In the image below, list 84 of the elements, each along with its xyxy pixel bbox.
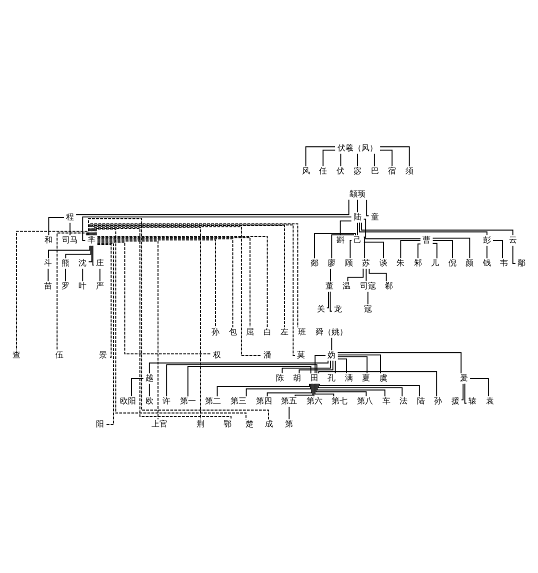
connector xyxy=(334,360,336,374)
connector xyxy=(90,224,296,356)
connector xyxy=(56,232,87,351)
connector xyxy=(166,364,318,397)
connector xyxy=(322,150,336,167)
connector xyxy=(347,268,364,282)
connector xyxy=(337,356,368,374)
connector xyxy=(96,242,114,425)
connector xyxy=(216,383,310,397)
connector xyxy=(316,383,367,397)
connector xyxy=(432,240,453,259)
connector xyxy=(350,240,352,259)
connector xyxy=(318,371,438,397)
connector xyxy=(432,242,438,259)
connector xyxy=(298,360,334,374)
connector xyxy=(314,383,334,397)
connector xyxy=(326,291,329,308)
connector xyxy=(363,218,421,240)
connector xyxy=(246,383,312,397)
connector xyxy=(340,220,352,236)
connector xyxy=(337,354,382,374)
connector xyxy=(148,383,150,397)
connector xyxy=(432,238,470,259)
connector xyxy=(486,245,488,259)
connector xyxy=(48,268,49,282)
connector xyxy=(65,245,92,259)
connector xyxy=(368,268,387,282)
connector xyxy=(76,199,350,216)
connector xyxy=(282,360,331,374)
connector xyxy=(470,378,489,397)
connector xyxy=(314,355,326,374)
connector xyxy=(96,242,212,354)
connector xyxy=(266,383,312,397)
connector xyxy=(88,245,92,262)
connector xyxy=(99,268,100,282)
connector xyxy=(148,360,329,374)
connector xyxy=(288,406,290,420)
connector xyxy=(366,199,370,216)
connector xyxy=(330,268,331,282)
connector xyxy=(48,217,64,236)
connector xyxy=(64,268,66,282)
connector xyxy=(294,383,314,397)
connector xyxy=(374,153,375,167)
connector xyxy=(305,146,336,167)
connector xyxy=(418,243,421,259)
connector xyxy=(367,291,368,305)
connector xyxy=(337,358,347,374)
connector xyxy=(16,230,88,351)
connector xyxy=(330,291,332,312)
connector xyxy=(359,222,488,236)
connector xyxy=(464,383,467,404)
connector xyxy=(316,383,386,397)
connector xyxy=(313,383,314,397)
connector xyxy=(187,366,312,397)
connector xyxy=(318,383,403,397)
connector xyxy=(492,240,503,259)
connector xyxy=(48,245,90,259)
connector xyxy=(366,268,367,282)
connector xyxy=(331,337,332,351)
connector xyxy=(82,268,84,282)
connector xyxy=(314,233,356,259)
connector xyxy=(96,244,112,358)
connector xyxy=(318,383,420,397)
connector xyxy=(363,236,366,259)
connector xyxy=(380,146,410,167)
connector xyxy=(340,153,342,167)
connector xyxy=(92,245,94,266)
connector xyxy=(363,242,384,259)
connector xyxy=(361,222,514,236)
connector xyxy=(97,240,158,420)
connector xyxy=(331,234,354,259)
connector xyxy=(512,245,516,264)
connector xyxy=(131,378,144,397)
connector xyxy=(380,150,393,167)
connector xyxy=(94,226,202,420)
connector xyxy=(357,153,358,167)
connector xyxy=(357,222,358,236)
connector xyxy=(400,240,421,259)
connector xyxy=(82,216,352,241)
connector xyxy=(357,199,358,213)
connector xyxy=(92,226,262,356)
connector xyxy=(88,218,269,420)
connector xyxy=(461,383,464,400)
connector xyxy=(337,352,462,374)
